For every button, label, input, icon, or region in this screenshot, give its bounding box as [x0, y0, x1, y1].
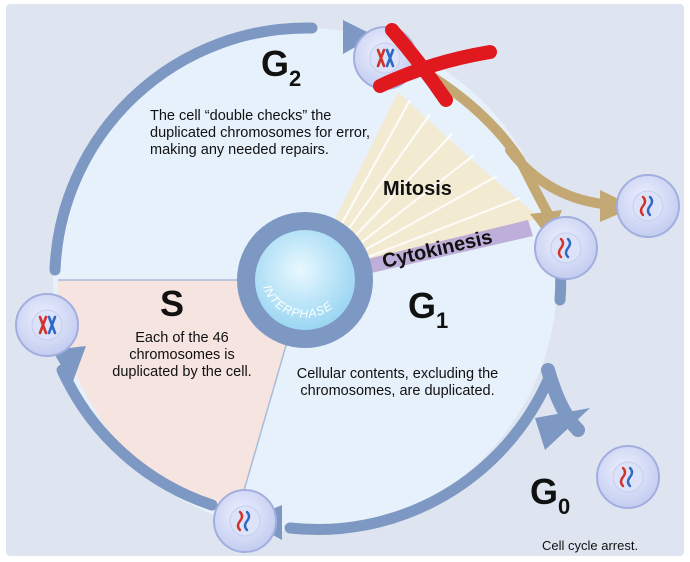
g0-description: Cell cycle arrest.	[542, 537, 638, 554]
cell-icon	[214, 490, 276, 552]
g2-description: The cell “double checks” the duplicated …	[150, 108, 385, 159]
s-phase-title: S	[160, 286, 184, 322]
g0-phase-title: G0	[530, 474, 570, 525]
cell-icon	[597, 446, 659, 508]
cell-icon	[617, 175, 679, 237]
s-description: Each of the 46 chromosomes is duplicated…	[102, 330, 262, 381]
g1-description: Cellular contents, excluding the chromos…	[270, 366, 525, 400]
g1-phase-title: G1	[408, 288, 448, 339]
mitosis-label: Mitosis	[383, 178, 452, 201]
cell-icon	[16, 294, 78, 356]
g2-phase-title: G2	[261, 46, 301, 97]
cell-icon	[535, 217, 597, 279]
